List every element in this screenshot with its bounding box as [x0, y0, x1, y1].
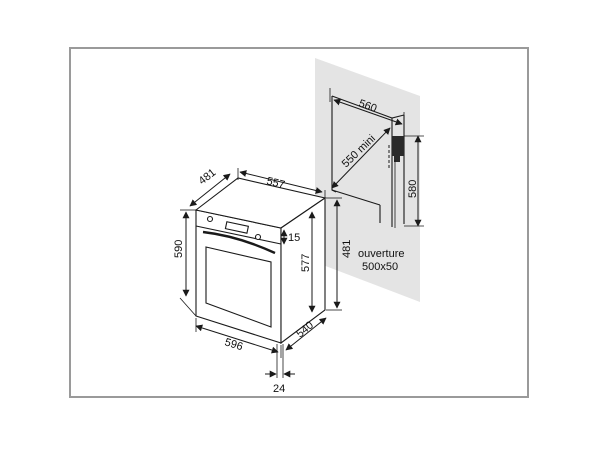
- oven-display: [224, 221, 250, 234]
- niche-depth-dim-line: [331, 127, 391, 189]
- label-oven-height: 590: [173, 240, 185, 258]
- label-oven-top-width: 557: [265, 175, 286, 191]
- oven-handle: [202, 230, 276, 255]
- niche-outline: [331, 95, 405, 227]
- label-opening-size: 500x50: [362, 261, 398, 273]
- label-oven-side-depth: 481: [196, 167, 218, 188]
- label-door-thickness: 24: [273, 383, 285, 395]
- label-niche-width: 560: [357, 98, 378, 116]
- oven-knob-left: [206, 215, 214, 223]
- niche-group: [315, 58, 424, 302]
- label-oven-front-height: 577: [300, 254, 312, 272]
- niche-width-dim-line: [333, 98, 403, 126]
- label-oven-panel: 15: [288, 232, 300, 244]
- label-opening: ouverture: [358, 248, 404, 260]
- oven-control-panel-line: [195, 225, 282, 245]
- oven-knob-right: [254, 233, 262, 241]
- oven-group: [194, 177, 327, 345]
- label-oven-body-depth: 481: [341, 240, 353, 258]
- label-niche-height: 580: [407, 180, 419, 198]
- label-oven-width: 596: [223, 336, 244, 353]
- oven-dimensions: [179, 168, 342, 378]
